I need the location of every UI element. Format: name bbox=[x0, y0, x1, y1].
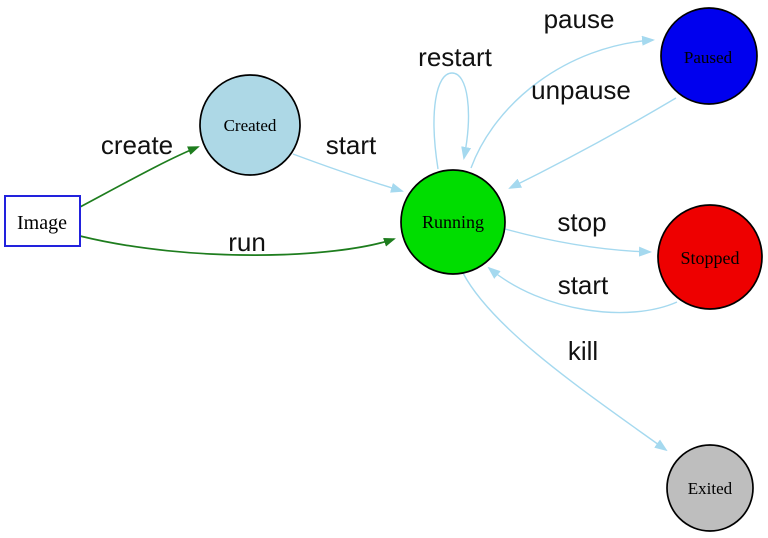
edge-kill-path bbox=[462, 272, 668, 452]
node-created-label: Created bbox=[224, 116, 277, 135]
edge-unpause-path bbox=[508, 97, 677, 189]
edge-restart-selfloop-path bbox=[433, 72, 472, 170]
node-image-label: Image bbox=[17, 212, 67, 234]
node-running: Running bbox=[400, 169, 506, 275]
node-paused: Paused bbox=[660, 7, 758, 105]
nodes-layer: Image Created Running Paused Stopped Exi bbox=[4, 7, 763, 532]
edge-create-path bbox=[79, 146, 200, 208]
node-created: Created bbox=[199, 74, 301, 176]
node-paused-shape bbox=[660, 7, 758, 105]
edges-layer bbox=[79, 35, 678, 452]
node-running-label: Running bbox=[422, 212, 484, 232]
edge-pause-label: pause bbox=[544, 4, 615, 34]
edge-create-label: create bbox=[101, 130, 173, 160]
node-running-shape bbox=[400, 169, 506, 275]
node-image-shape bbox=[4, 195, 81, 247]
node-exited-shape bbox=[666, 444, 754, 532]
edge-run-path bbox=[79, 235, 396, 256]
edge-pause-path bbox=[470, 35, 655, 169]
edge-start-created-running-path bbox=[292, 153, 404, 193]
edge-stop-path bbox=[504, 228, 652, 257]
edge-restart-label: restart bbox=[418, 42, 492, 72]
edge-start-stopped-running-path bbox=[487, 266, 678, 314]
edge-start-created-running-label: start bbox=[326, 130, 377, 160]
edge-start-stopped-running-label: start bbox=[558, 270, 609, 300]
node-stopped-label: Stopped bbox=[680, 248, 739, 268]
node-stopped-shape bbox=[657, 204, 763, 310]
edge-labels-layer: create run start restart pause unpause s… bbox=[101, 4, 631, 366]
node-paused-label: Paused bbox=[684, 48, 733, 67]
node-exited-label: Exited bbox=[688, 479, 733, 498]
edge-kill-label: kill bbox=[568, 336, 598, 366]
edge-unpause-label: unpause bbox=[531, 75, 631, 105]
edge-stop-label: stop bbox=[557, 207, 606, 237]
node-image: Image bbox=[4, 195, 81, 247]
node-stopped: Stopped bbox=[657, 204, 763, 310]
node-exited: Exited bbox=[666, 444, 754, 532]
node-created-shape bbox=[199, 74, 301, 176]
edge-run-label: run bbox=[228, 227, 266, 257]
